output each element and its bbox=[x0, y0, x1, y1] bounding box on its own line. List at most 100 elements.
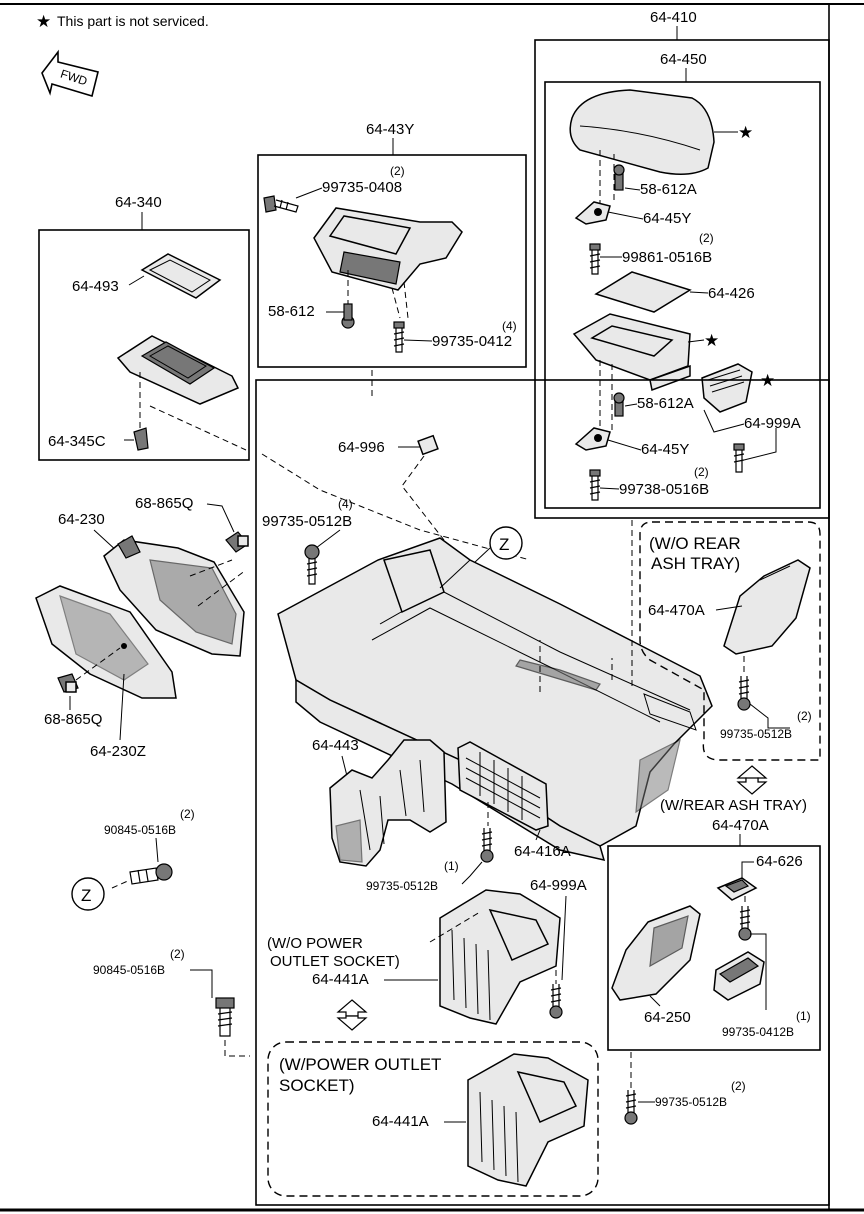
bracket-64-443-part bbox=[329, 739, 447, 867]
screw-99735-0512b-part bbox=[624, 1090, 638, 1125]
label-wo-power-1: (W/O POWER bbox=[267, 935, 363, 952]
cap-64-996-part bbox=[417, 434, 439, 456]
star-icon: ★ bbox=[36, 12, 51, 31]
screw-99735-0412b-part bbox=[738, 906, 752, 941]
label-wo-rear-ash-1: (W/O REAR bbox=[649, 534, 741, 553]
label-64-45y-bot: 64-45Y bbox=[641, 441, 689, 458]
label-99735-0408: 99735-0408 bbox=[322, 179, 402, 196]
label-w-power-1: (W/POWER OUTLET bbox=[279, 1055, 441, 1074]
label-64-626: 64-626 bbox=[756, 853, 803, 870]
zone-z-marker bbox=[71, 877, 105, 911]
grille-64-416a-part bbox=[457, 741, 549, 831]
qty-99738: (2) bbox=[694, 465, 709, 479]
box-w-power-outlet bbox=[267, 1041, 599, 1197]
screw-99738-part bbox=[589, 469, 601, 501]
label-99738-0516b: 99738-0516B bbox=[619, 481, 709, 498]
label-90845-0516b-top: 90845-0516B bbox=[104, 823, 176, 837]
label-64-470a-top: 64-470A bbox=[648, 602, 705, 619]
fwd-arrow-icon: FWD bbox=[41, 49, 99, 98]
box-64-450 bbox=[544, 81, 821, 509]
box-64-410 bbox=[534, 39, 830, 519]
label-w-rear-ash: (W/REAR ASH TRAY) bbox=[660, 797, 807, 814]
screw-99735-0408-part bbox=[263, 195, 299, 213]
label-64-999a-bot: 64-999A bbox=[530, 877, 587, 894]
label-wo-power-2: OUTLET SOCKET) bbox=[270, 953, 400, 970]
screw-99861-part bbox=[589, 243, 601, 275]
label-64-43y: 64-43Y bbox=[366, 121, 414, 138]
qty-99735-0412: (4) bbox=[502, 319, 517, 333]
panel-64-340-part bbox=[116, 335, 240, 405]
hinge-64-45y-part bbox=[574, 427, 611, 451]
star-icon: ★ bbox=[704, 331, 719, 350]
label-64-441a-bot: 64-441A bbox=[372, 1113, 429, 1130]
label-99735-0412b: 99735-0412B bbox=[722, 1025, 794, 1039]
label-64-250: 64-250 bbox=[644, 1009, 691, 1026]
qty-99861: (2) bbox=[699, 231, 714, 245]
qty-99735-0408: (2) bbox=[390, 164, 405, 178]
box-w-rear-ash-tray bbox=[607, 845, 821, 1051]
clip-58-612-part bbox=[341, 303, 355, 329]
qty-99735-0512b-mid: (1) bbox=[444, 859, 459, 873]
clip-64-626-part bbox=[716, 877, 758, 901]
zone-z-marker bbox=[489, 526, 523, 560]
side-panel-64-230z-part bbox=[35, 585, 177, 699]
screw-99735-0512b-part bbox=[304, 544, 320, 585]
qty-90845-bot: (2) bbox=[170, 947, 185, 961]
label-99861-0516b: 99861-0516B bbox=[622, 249, 712, 266]
qty-99735-0412b: (1) bbox=[796, 1009, 811, 1023]
screw-99735-0512b-part bbox=[480, 828, 494, 863]
label-64-443: 64-443 bbox=[312, 737, 359, 754]
zone-z-label-bot: Z bbox=[81, 886, 91, 905]
mat-64-493-part bbox=[140, 253, 222, 299]
label-w-power-2: SOCKET) bbox=[279, 1076, 355, 1095]
hinge-64-45y-part bbox=[574, 201, 611, 225]
screw-99735-0512b-part bbox=[737, 676, 751, 711]
qty-99735-0512b-top: (4) bbox=[338, 497, 353, 511]
label-64-416a: 64-416A bbox=[514, 843, 571, 860]
label-64-493: 64-493 bbox=[72, 278, 119, 295]
cup-64-999a-part bbox=[701, 363, 753, 413]
box-64-43y bbox=[257, 154, 527, 368]
clip-58-612a-part bbox=[613, 164, 625, 191]
cup-holder-part bbox=[313, 207, 463, 291]
screw-64-999a-part bbox=[733, 443, 745, 473]
label-99735-0512b-top: 99735-0512B bbox=[262, 513, 352, 530]
ash-tray-panel-64-250-part bbox=[611, 905, 701, 1001]
storage-bin-64-441a-power-part bbox=[467, 1053, 589, 1187]
alternative-arrow-icon bbox=[336, 999, 368, 1031]
label-90845-0516b-bot: 90845-0516B bbox=[93, 963, 165, 977]
label-68-865q-top: 68-865Q bbox=[135, 495, 193, 512]
screw-64-999a-part bbox=[549, 984, 563, 1019]
label-64-340: 64-340 bbox=[115, 194, 162, 211]
box-64-340 bbox=[38, 229, 250, 461]
star-icon: ★ bbox=[738, 123, 753, 142]
clip-64-345c-part bbox=[133, 427, 149, 451]
panel-64-470a-part bbox=[723, 559, 811, 655]
not-serviced-note: This part is not serviced. bbox=[57, 13, 209, 29]
storage-bin-64-441a-part bbox=[439, 889, 561, 1025]
label-58-612a-top: 58-612A bbox=[640, 181, 697, 198]
box-console bbox=[255, 379, 830, 1206]
label-99735-0512b-mid: 99735-0512B bbox=[366, 879, 438, 893]
label-64-470a-bot: 64-470A bbox=[712, 817, 769, 834]
qty-99735-0512b-right: (2) bbox=[797, 709, 812, 723]
alternative-arrow-icon bbox=[736, 765, 768, 795]
armrest-lid-part bbox=[569, 89, 715, 175]
label-64-441a-top: 64-441A bbox=[312, 971, 369, 988]
label-64-999a-top: 64-999A bbox=[744, 415, 801, 432]
qty-90845-top: (2) bbox=[180, 807, 195, 821]
label-64-230z: 64-230Z bbox=[90, 743, 146, 760]
label-64-996: 64-996 bbox=[338, 439, 385, 456]
label-68-865q-bot: 68-865Q bbox=[44, 711, 102, 728]
label-58-612: 58-612 bbox=[268, 303, 315, 320]
label-64-410: 64-410 bbox=[650, 9, 697, 26]
label-64-45y-top: 64-45Y bbox=[643, 210, 691, 227]
mat-64-426-part bbox=[594, 271, 692, 313]
clip-68-865q-part bbox=[57, 673, 79, 693]
bolt-90845-part bbox=[215, 997, 235, 1037]
ash-tray-cup-part bbox=[713, 951, 765, 1001]
label-wo-rear-ash-2: ASH TRAY) bbox=[651, 554, 740, 573]
clip-68-865q-part bbox=[225, 531, 249, 553]
screw-99735-0412-part bbox=[393, 321, 405, 353]
